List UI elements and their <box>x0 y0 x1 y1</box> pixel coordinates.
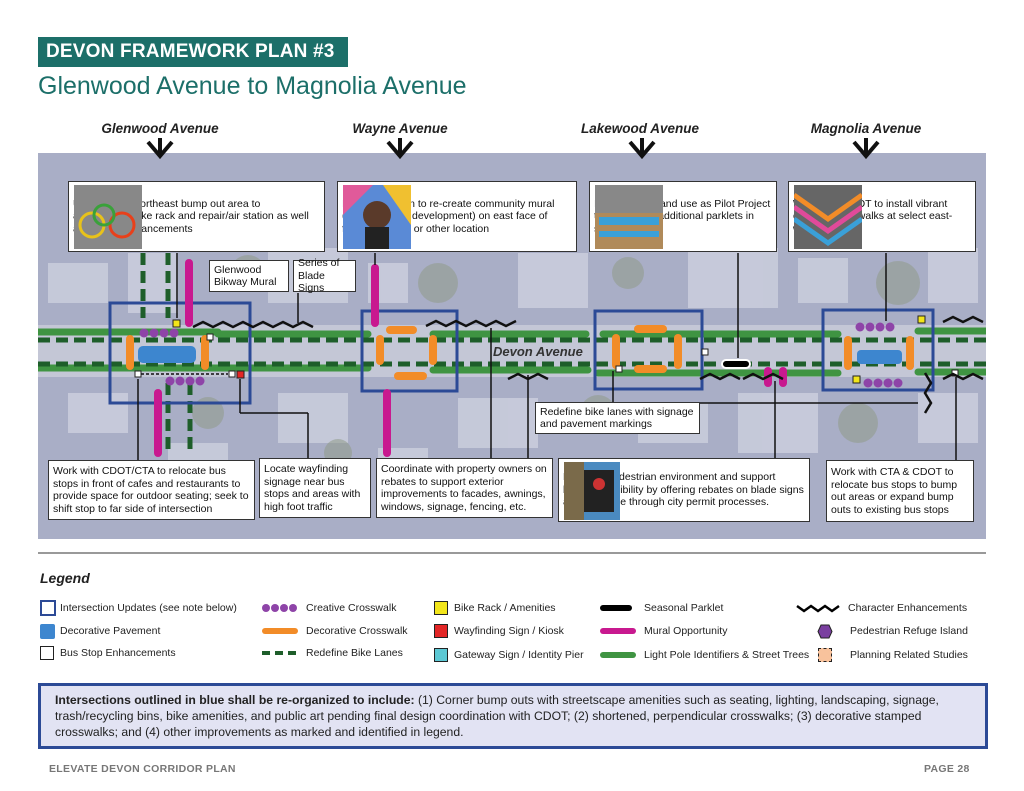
outline-square-icon <box>40 646 54 660</box>
arrow-down-icon <box>852 138 880 160</box>
corridor-map: Devon Avenue Utilize future northeast bu… <box>38 153 986 539</box>
callout-wayfinding-signage: Locate wayfinding signage near bus stops… <box>259 458 371 518</box>
blue-square-icon <box>40 623 55 639</box>
legend-title: Legend <box>40 570 90 586</box>
devon-avenue-map-label: Devon Avenue <box>493 344 583 359</box>
callout-parklet: Install Parklet and use as Pilot Project… <box>589 181 777 252</box>
bike-lane-dashes <box>38 253 986 453</box>
footer-document-title: ELEVATE DEVON CORRIDOR PLAN <box>49 763 236 775</box>
street-label-magnolia: Magnolia Avenue <box>810 121 922 136</box>
legend-item-intersection-updates: Intersection Updates (see note below) <box>40 600 237 616</box>
legend-item-decorative-pavement: Decorative Pavement <box>40 623 160 639</box>
colorful-bike-rack-photo <box>74 185 142 249</box>
callout-bump-out-bus-stops: Work with CTA & CDOT to relocate bus sto… <box>826 460 974 522</box>
parklet-photo <box>595 185 663 249</box>
orange-bar-icon <box>262 628 298 634</box>
label-series-of-blade-signs: Series of Blade Signs <box>293 257 356 294</box>
street-label-wayne: Wayne Avenue <box>352 121 448 136</box>
plan-title-band: DEVON FRAMEWORK PLAN #3 <box>38 37 348 67</box>
legend-item-bus-stop: Bus Stop Enhancements <box>40 645 176 661</box>
green-dashes-icon <box>262 651 298 655</box>
red-square-icon <box>434 624 448 638</box>
page-subtitle: Glenwood Avenue to Magnolia Avenue <box>38 72 467 100</box>
legend-item-parklet: Seasonal Parklet <box>600 600 723 616</box>
legend-item-bike-rack: Bike Rack / Amenities <box>434 600 556 616</box>
intersection-note: Intersections outlined in blue shall be … <box>38 683 988 749</box>
dashed-square-icon <box>818 648 832 662</box>
purple-dots-icon <box>262 604 297 612</box>
street-label-glenwood: Glenwood Avenue <box>101 121 219 136</box>
callout-community-mural: Identify location to re-create community… <box>337 181 577 252</box>
arrow-down-icon <box>628 138 656 160</box>
page-number: PAGE 28 <box>924 763 970 775</box>
legend-item-bike-lanes: Redefine Bike Lanes <box>262 645 403 661</box>
magenta-bar-icon <box>600 628 636 634</box>
map-overlay: Devon Avenue <box>38 253 986 463</box>
section-divider <box>38 552 986 554</box>
label-glenwood-bikeway-mural: Glenwood Bikway Mural <box>209 260 289 292</box>
legend-item-mural: Mural Opportunity <box>600 623 727 639</box>
callout-relocate-bus-stops: Work with CDOT/CTA to relocate bus stops… <box>48 460 255 520</box>
callout-property-owners: Coordinate with property owners on rebat… <box>376 458 553 518</box>
legend-item-gateway-sign: Gateway Sign / Identity Pier <box>434 647 584 663</box>
legend-item-light-pole: Light Pole Identifiers & Street Trees <box>600 647 809 663</box>
note-body: (1) Corner bump outs with streetscape am… <box>55 693 939 739</box>
zigzag-icon <box>796 604 840 613</box>
blue-outline-square-icon <box>40 600 56 616</box>
street-label-lakewood: Lakewood Avenue <box>580 121 700 136</box>
teal-square-icon <box>434 648 448 662</box>
note-heading: Intersections outlined in blue shall be … <box>55 693 415 707</box>
community-mural-photo <box>343 185 411 249</box>
legend-item-creative-crosswalk: Creative Crosswalk <box>262 600 396 616</box>
legend-item-refuge-island: Pedestrian Refuge Island <box>800 623 968 639</box>
green-bar-icon <box>600 652 636 658</box>
arrow-down-icon <box>146 138 174 160</box>
legend-item-decorative-crosswalk: Decorative Crosswalk <box>262 623 408 639</box>
black-bar-icon <box>600 605 632 611</box>
purple-hexagon-icon <box>817 624 833 638</box>
yellow-square-icon <box>434 601 448 615</box>
creative-crosswalk-photo <box>794 185 862 249</box>
blade-sign-photo <box>564 462 620 520</box>
legend-item-character: Character Enhancements <box>796 600 967 616</box>
arrow-down-icon <box>386 138 414 160</box>
legend-item-wayfinding: Wayfinding Sign / Kiosk <box>434 623 564 639</box>
callout-creative-crosswalk: Work with CDOT to install vibrant creati… <box>788 181 976 252</box>
callout-bike-rack: Utilize future northeast bump out area t… <box>68 181 325 252</box>
callout-blade-signs: Enhance pedestrian environment and suppo… <box>558 458 810 522</box>
label-redefine-bike-lanes: Redefine bike lanes with signage and pav… <box>535 402 700 434</box>
legend-item-planning: Planning Related Studies <box>800 647 968 663</box>
